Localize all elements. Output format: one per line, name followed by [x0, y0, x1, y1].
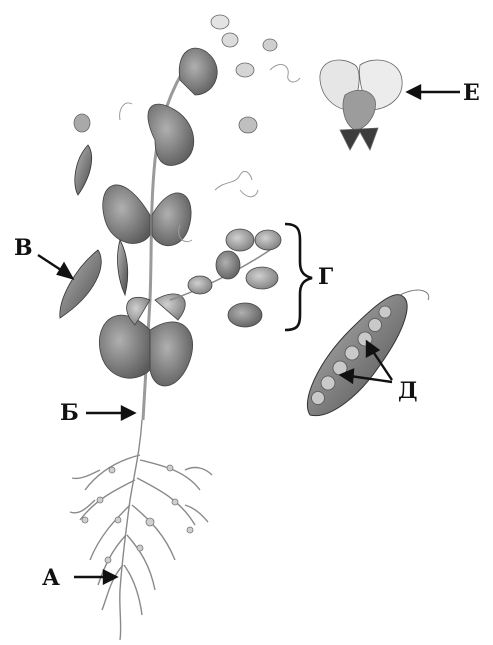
brace-g: [285, 224, 312, 330]
label-g: Г: [318, 266, 333, 288]
flower-e: [320, 60, 402, 150]
root-nodules: [82, 465, 193, 563]
lower-leaves: [99, 294, 192, 386]
label-b: Б: [60, 402, 79, 424]
label-d: Д: [398, 380, 418, 402]
label-a: А: [42, 567, 60, 589]
label-e: Е: [463, 82, 480, 104]
compound-leaf: [170, 229, 281, 327]
label-v: В: [14, 237, 33, 259]
middle-leaves: [103, 48, 217, 246]
